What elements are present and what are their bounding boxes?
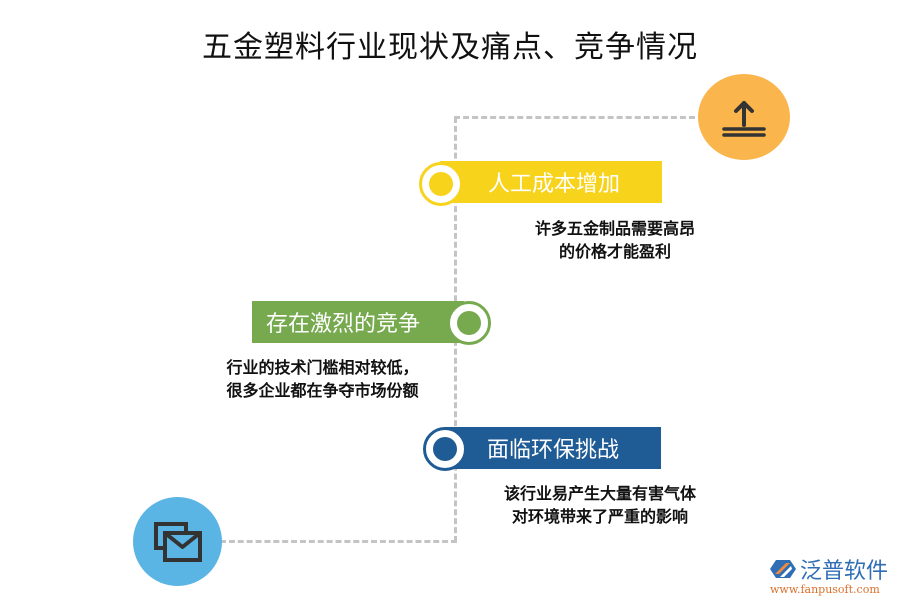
item-label-competition: 存在激烈的竞争 [252, 301, 464, 343]
timeline-node-1 [419, 162, 463, 206]
item-label-text: 面临环保挑战 [487, 438, 620, 463]
node-dot [433, 437, 457, 461]
node-dot [429, 172, 453, 196]
desc-line: 对环境带来了严重的影响 [511, 507, 688, 526]
item-description-3: 该行业易产生大量有害气体 对环境带来了严重的影响 [480, 482, 720, 528]
mail-icon-circle [133, 497, 222, 586]
desc-line: 很多企业都在争夺市场份额 [226, 381, 419, 400]
item-label-environmental: 面临环保挑战 [445, 427, 661, 469]
item-label-labor-cost: 人工成本增加 [440, 161, 662, 203]
logo-url: www.fanpusoft.com [770, 583, 880, 596]
node-dot [457, 311, 481, 335]
logo-name: 泛普软件 [800, 559, 889, 584]
timeline-bottom-connector [220, 540, 457, 543]
page-title: 五金塑料行业现状及痛点、竞争情况 [202, 30, 698, 65]
brand-logo: 泛普软件 www.fanpusoft.com [770, 553, 895, 596]
desc-line: 许多五金制品需要高昂 [534, 219, 695, 238]
timeline-top-connector [454, 116, 704, 119]
mail-icon [153, 521, 202, 562]
item-description-2: 行业的技术门槛相对较低， 很多企业都在争夺市场份额 [200, 356, 445, 402]
timeline-node-2 [447, 301, 491, 345]
item-label-text: 人工成本增加 [488, 172, 621, 197]
logo-mark-icon [770, 560, 796, 578]
upload-icon-circle [698, 74, 790, 160]
desc-line: 该行业易产生大量有害气体 [503, 484, 696, 503]
upload-icon [722, 101, 766, 137]
desc-line: 行业的技术门槛相对较低， [226, 358, 419, 377]
timeline-node-3 [423, 427, 467, 471]
item-description-1: 许多五金制品需要高昂 的价格才能盈利 [505, 217, 725, 263]
desc-line: 的价格才能盈利 [558, 242, 671, 261]
item-label-text: 存在激烈的竞争 [266, 312, 421, 337]
